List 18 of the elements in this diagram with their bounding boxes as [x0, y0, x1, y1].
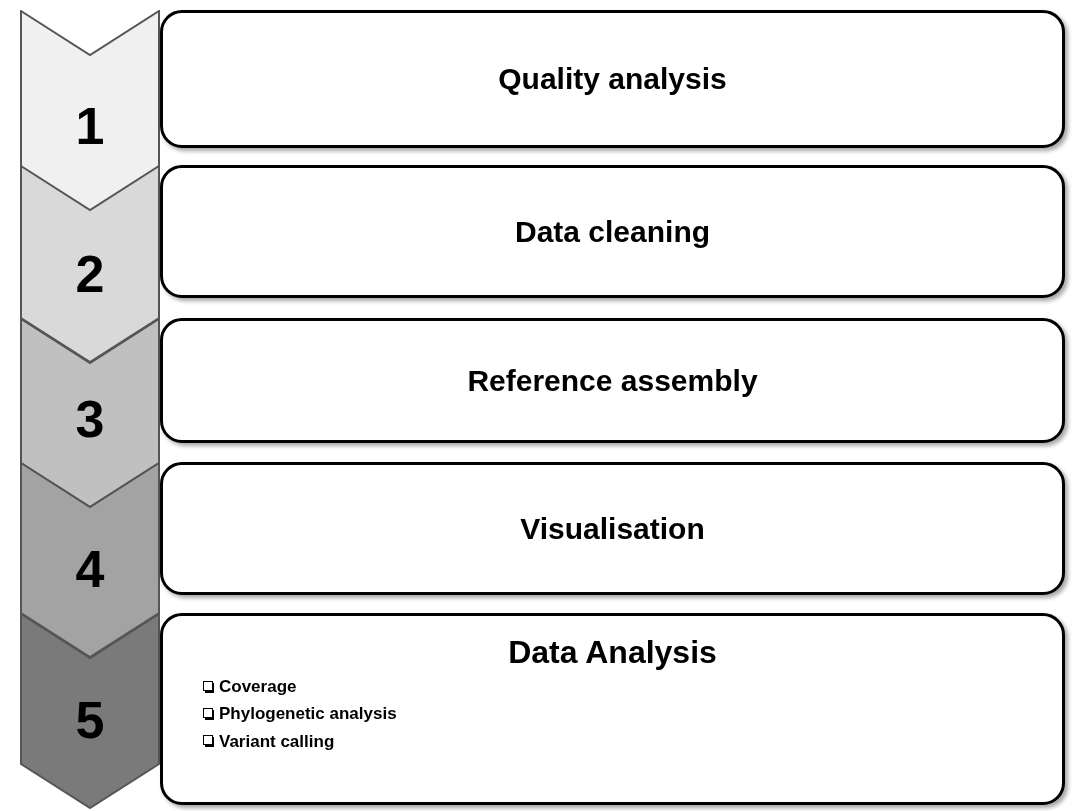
step-title: Reference assembly	[467, 362, 758, 399]
step-title: Quality analysis	[498, 61, 727, 98]
step-number: 3	[75, 393, 105, 445]
step-number: 5	[75, 694, 105, 746]
step-box	[160, 318, 1065, 443]
step-number: 1	[75, 100, 105, 152]
step-title: Visualisation	[520, 510, 705, 547]
step-box	[160, 613, 1065, 805]
list-item: Phylogenetic analysis	[219, 703, 397, 725]
list-item: Variant calling	[219, 730, 335, 752]
step-title: Data Analysis	[508, 633, 717, 672]
list-item: Coverage	[219, 676, 297, 698]
step-number: 2	[75, 248, 105, 300]
step-box	[160, 10, 1065, 148]
step-title: Data cleaning	[514, 213, 711, 250]
step-box	[160, 165, 1065, 298]
step-number: 4	[75, 543, 105, 595]
step-box	[160, 462, 1065, 595]
